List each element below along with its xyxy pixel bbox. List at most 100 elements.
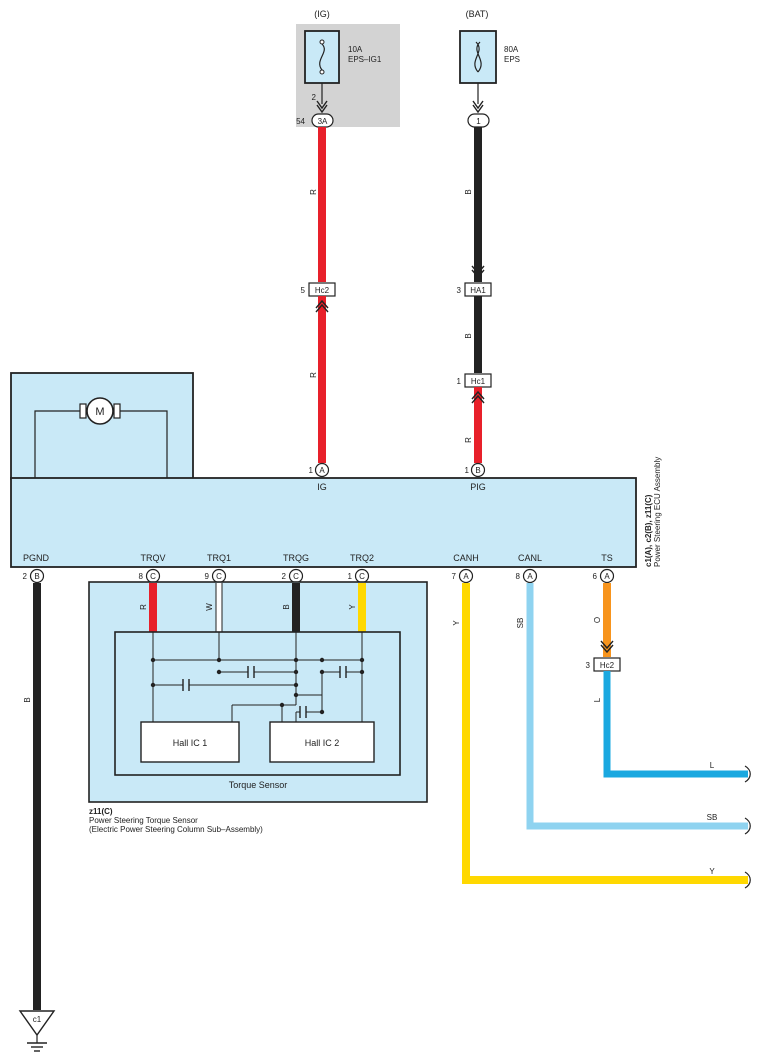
ecu-pin-canh-conn: A (463, 572, 469, 581)
ecu-motor-housing (10, 372, 194, 480)
junction-3a-id: 3A (318, 117, 328, 126)
connector-hc1-num: 1 (457, 377, 462, 386)
ecu-pin-pig-name: PIG (470, 482, 486, 492)
fuse-ig-source: (IG) (314, 9, 330, 19)
ecu-pin-ig-name: IG (317, 482, 327, 492)
wire-canl (526, 583, 748, 830)
wire-trq2-label: Y (348, 604, 357, 610)
fuse-bat-name: EPS (504, 55, 520, 64)
connector-hc2-ts: 3 Hc2 (586, 657, 621, 672)
connector-hc2-top-id: Hc2 (315, 286, 330, 295)
torque-sensor-inner-label: Torque Sensor (229, 780, 288, 790)
ecu-pin-canl-num: 8 (516, 572, 521, 581)
connector-hc2-top-num: 5 (301, 286, 306, 295)
ground-id: c1 (33, 1015, 42, 1024)
ecu-pin-trq2-num: 1 (348, 572, 353, 581)
ecu-pin-trq2-conn: C (359, 572, 365, 581)
ecu-pin-canh-num: 7 (452, 572, 457, 581)
wire-break-icon (744, 817, 751, 835)
torque-sensor-desc1: Power Steering Torque Sensor (89, 816, 198, 825)
ground-c1: c1 (18, 1010, 56, 1052)
wire-canh (462, 583, 748, 884)
junction-dots (150, 657, 365, 715)
ecu-assembly: M 1 A IG 1 B PIG c1(A), c2(B), z11(C) Po… (10, 372, 662, 568)
hall-ic-2-label: Hall IC 2 (305, 738, 340, 748)
wire-bat-upper-label: B (464, 189, 473, 194)
ecu-pin-ts-conn: A (604, 572, 610, 581)
ecu-pin-trqv: TRQV 8 C (139, 553, 166, 584)
wire-canh-label: Y (452, 620, 461, 626)
hall-ic-1-label: Hall IC 1 (173, 738, 208, 748)
wire-ig-lower-label: R (309, 372, 318, 378)
capacitor-icons (182, 666, 347, 718)
connector-ha1-id: HA1 (470, 286, 486, 295)
wire-canl-label: SB (516, 618, 525, 629)
wire-ts-lower (603, 671, 748, 778)
motor-icon (86, 397, 114, 425)
wire-bat-lower-label: R (464, 437, 473, 443)
torque-sensor: R W B Y (88, 581, 428, 834)
ecu-title-connectors: c1(A), c2(B), z11(C) (644, 494, 653, 567)
ecu-title: Power Steering ECU Assembly (653, 457, 662, 567)
ecu-pin-trq1-conn: C (216, 572, 222, 581)
connector-hc2-ts-num: 3 (586, 661, 591, 670)
wire-trqg-label: B (282, 604, 291, 609)
hall-ic-1 (140, 721, 240, 763)
connector-ha1-num: 3 (457, 286, 462, 295)
torque-sensor-frame (114, 631, 401, 776)
ecu-pin-trqg-num: 2 (282, 572, 287, 581)
ecu-pin-trqg: TRQG 2 C (282, 553, 309, 584)
wire-out-l-label: L (710, 761, 715, 770)
ecu-pin-ig-num: 1 (309, 466, 314, 475)
ecu-bottom-pins: PGND 2 B TRQV 8 C TRQ1 9 C TRQG 2 C TRQ2… (23, 553, 615, 584)
connector-arrow-icon (472, 100, 484, 114)
junction-bat: 1 (467, 113, 490, 128)
ecu-pin-pig-num: 1 (465, 466, 470, 475)
ecu-pin-canl: CANL 8 A (516, 553, 542, 584)
ecu-pin-pgnd-conn: B (34, 572, 39, 581)
ecu-pin-pig-conn: B (475, 466, 480, 475)
fuse-ig-rating: 10A (348, 45, 363, 54)
ecu-pin-canl-conn: A (527, 572, 533, 581)
ecu-pin-ig: 1 A IG (309, 462, 330, 492)
fuse-ig-pin: 2 (312, 93, 317, 102)
connector-arrow-icon (600, 640, 614, 654)
connector-hc1-id: Hc1 (471, 377, 486, 386)
connector-hc2-ts-id: Hc2 (600, 661, 615, 670)
connector-arrow-icon (315, 299, 329, 313)
fuse-ig: (IG) 10A EPS–IG1 2 (296, 9, 400, 127)
ecu-pin-canh: CANH 7 A (452, 553, 479, 584)
ecu-pin-ig-conn: A (319, 466, 325, 475)
wire-out-y-label: Y (709, 867, 715, 876)
ecu-pin-trqv-num: 8 (139, 572, 144, 581)
wire-break-icon (744, 871, 751, 889)
fuse-bat-rating: 80A (504, 45, 519, 54)
wire-trqv-label: R (139, 604, 148, 610)
wire-ts-lower-label: L (593, 697, 602, 702)
fuse-bat: (BAT) 80A EPS (459, 9, 520, 114)
ecu-pin-ts-name: TS (601, 553, 613, 563)
torque-sensor-id: z11(C) (89, 807, 113, 816)
connector-arrow-icon (471, 265, 485, 279)
ecu-pin-pgnd-name: PGND (23, 553, 50, 563)
wire-trq1-label: W (205, 603, 214, 611)
fuse-bat-source: (BAT) (466, 9, 489, 19)
ecu-pin-trqg-conn: C (293, 572, 299, 581)
ecu-pin-pgnd: PGND 2 B (23, 553, 50, 584)
wire-bat-mid-label: B (464, 333, 473, 338)
ecu-pin-pig: 1 B PIG (465, 462, 486, 492)
torque-sensor-desc2: (Electric Power Steering Column Sub–Asse… (89, 825, 263, 834)
ecu-pin-canl-name: CANL (518, 553, 542, 563)
junction-3a: 54 3A (296, 113, 334, 128)
wire-pgnd-label: B (23, 697, 32, 702)
junction-3a-num: 54 (296, 117, 305, 126)
ground-triangle-icon (18, 1010, 56, 1037)
wire-out-sb-label: SB (707, 813, 718, 822)
connector-hc1: 1 Hc1 (457, 373, 492, 388)
ecu-pin-trqv-name: TRQV (140, 553, 165, 563)
connector-hc2-top: 5 Hc2 (301, 282, 336, 297)
wire-break-icon (744, 765, 751, 783)
ecu-pin-trq1-num: 9 (205, 572, 210, 581)
ecu-pin-trq1: TRQ1 9 C (205, 553, 231, 584)
connector-arrow-icon (316, 100, 328, 114)
